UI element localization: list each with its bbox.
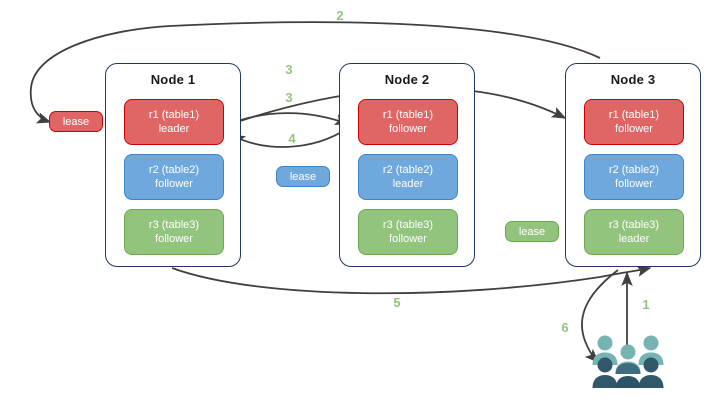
replica-name: r2 (table2) <box>608 164 660 176</box>
replica-r1[interactable]: r1 (table1) leader <box>124 99 224 145</box>
replica-r3[interactable]: r3 (table3) follower <box>358 209 458 255</box>
replica-r3[interactable]: r3 (table3) follower <box>124 209 224 255</box>
node-box-3[interactable]: Node 3 r1 (table1) follower r2 (table2) … <box>565 63 701 267</box>
step-label-6: 6 <box>561 320 569 335</box>
replica-r2[interactable]: r2 (table2) follower <box>124 154 224 200</box>
replica-role: follower <box>155 233 193 245</box>
replica-role: follower <box>155 178 193 190</box>
step-label-3a: 3 <box>285 62 293 77</box>
replica-role: leader <box>158 123 190 135</box>
step-label-2: 2 <box>336 8 344 23</box>
arrow-step-5 <box>171 265 652 295</box>
replica-name: r3 (table3) <box>148 219 200 231</box>
replica-name: r3 (table3) <box>382 219 434 231</box>
node-box-2[interactable]: Node 2 r1 (table1) follower r2 (table2) … <box>339 63 475 267</box>
person-front-left <box>592 357 618 388</box>
replica-r2[interactable]: r2 (table2) follower <box>584 154 684 200</box>
replica-role: leader <box>392 178 424 190</box>
person-front-right <box>638 357 664 388</box>
replica-role: follower <box>615 178 653 190</box>
node-title: Node 2 <box>384 72 430 87</box>
replica-r1[interactable]: r1 (table1) follower <box>584 99 684 145</box>
replica-r3[interactable]: r3 (table3) leader <box>584 209 684 255</box>
lease-badge-red[interactable]: lease <box>49 111 103 132</box>
replica-name: r2 (table2) <box>382 164 434 176</box>
replica-role: follower <box>389 233 427 245</box>
replica-role: follower <box>615 123 653 135</box>
step-label-3b: 3 <box>285 90 293 105</box>
node-title: Node 3 <box>610 72 656 87</box>
replica-name: r1 (table1) <box>608 109 660 121</box>
replica-role: follower <box>389 123 427 135</box>
replica-r1[interactable]: r1 (table1) follower <box>358 99 458 145</box>
replica-name: r2 (table2) <box>148 164 200 176</box>
replica-r2[interactable]: r2 (table2) leader <box>358 154 458 200</box>
lease-badge-green[interactable]: lease <box>505 221 559 242</box>
lease-label: lease <box>518 225 546 238</box>
person-front-center <box>615 363 641 374</box>
step-label-4: 4 <box>288 131 296 146</box>
replica-name: r1 (table1) <box>148 109 200 121</box>
replica-role: leader <box>618 233 650 245</box>
replica-name: r3 (table3) <box>608 219 660 231</box>
person-front-middle-body <box>616 376 640 388</box>
lease-label: lease <box>62 115 90 128</box>
step-label-1: 1 <box>642 297 650 312</box>
lease-badge-blue[interactable]: lease <box>276 166 330 187</box>
step-label-5: 5 <box>393 295 401 310</box>
replica-name: r1 (table1) <box>382 109 434 121</box>
clients-group-icon[interactable] <box>590 334 666 390</box>
node-box-1[interactable]: Node 1 r1 (table1) leader r2 (table2) fo… <box>105 63 241 267</box>
node-title: Node 1 <box>150 72 196 87</box>
lease-label: lease <box>289 170 317 183</box>
